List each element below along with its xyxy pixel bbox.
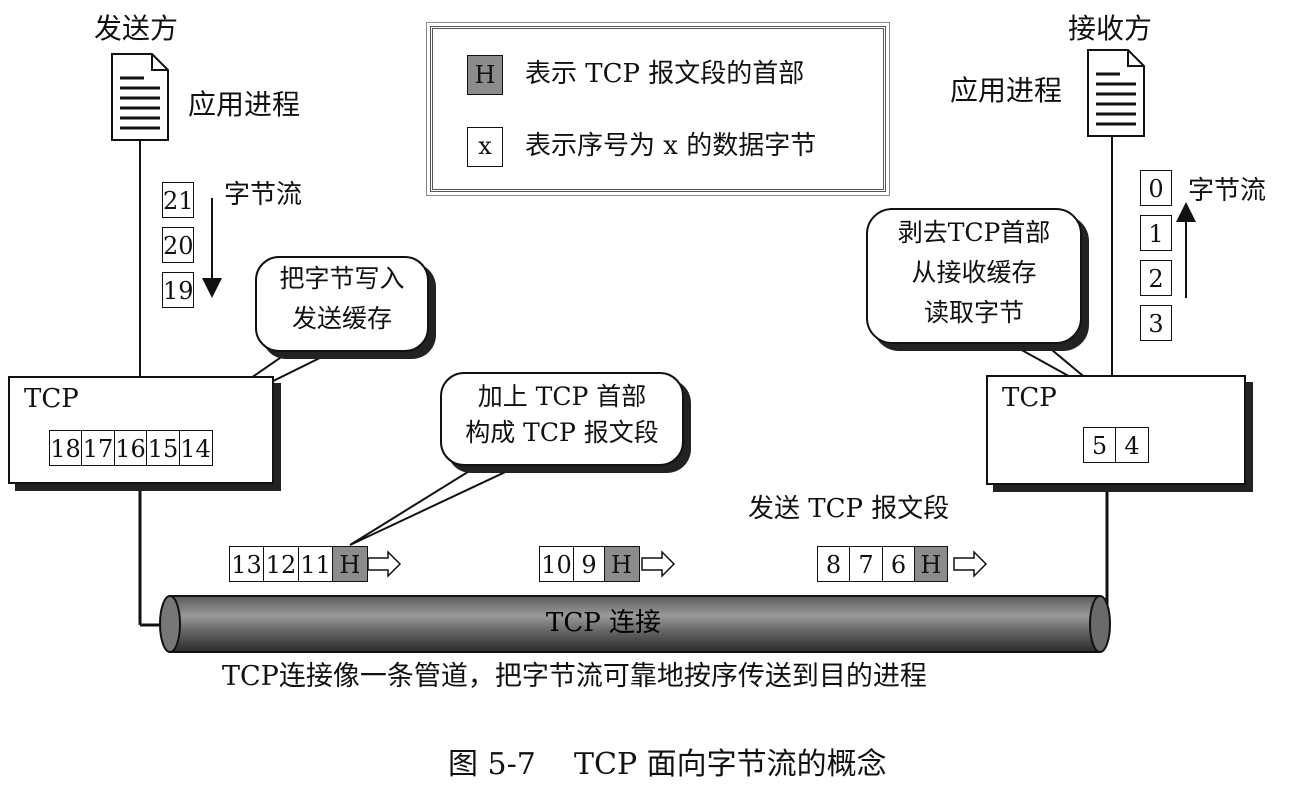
sender-stream-byte: 19 <box>162 272 194 308</box>
read-callout <box>866 208 1082 344</box>
receiver-title: 接收方 <box>1068 12 1153 45</box>
read-callout-line: 读取字节 <box>923 298 1024 327</box>
legend-box: H 表示 TCP 报文段的首部 x 表示序号为 x 的数据字节 <box>426 22 890 196</box>
send-segment-label: 发送 TCP 报文段 <box>748 494 950 524</box>
legend-header-text: 表示 TCP 报文段的首部 <box>525 59 805 89</box>
figure-caption: 图 5-7 TCP 面向字节流的概念 <box>448 747 887 782</box>
sender-stream-byte: 20 <box>162 227 194 263</box>
segment-byte: 9 <box>573 546 605 582</box>
sender-title: 发送方 <box>94 12 179 45</box>
read-callout-line: 剥去TCP首部 <box>897 218 1051 247</box>
header-callout <box>440 372 684 466</box>
segment-byte: 6 <box>881 546 916 582</box>
legend-byte-text: 表示序号为 x 的数据字节 <box>525 131 817 161</box>
buffer-byte: 15 <box>146 430 180 466</box>
segment-byte: 13 <box>228 546 265 582</box>
sender-app-label: 应用进程 <box>188 88 301 121</box>
buffer-byte: 16 <box>113 430 148 466</box>
segment-header: H <box>332 546 368 582</box>
sender-stream-byte: 21 <box>162 182 194 218</box>
pipe-label: TCP 连接 <box>546 608 661 638</box>
segment-byte: 12 <box>263 546 299 582</box>
receiver-stream-label: 字节流 <box>1188 176 1267 206</box>
header-callout-line: 加上 TCP 首部 <box>477 382 647 411</box>
buffer-byte: 18 <box>48 430 83 466</box>
receiver-stream-byte: 1 <box>1140 215 1172 251</box>
sender-document-icon <box>111 53 169 141</box>
receiver-stream-byte: 0 <box>1140 170 1172 206</box>
receiver-document-icon <box>1087 49 1145 137</box>
pipe-caption: TCP连接像一条管道，把字节流可靠地按序传送到目的进程 <box>222 661 927 692</box>
segment-header: H <box>603 546 640 582</box>
receiver-tcp-label: TCP <box>1002 383 1057 413</box>
write-callout <box>255 256 429 352</box>
read-callout-line: 从接收缓存 <box>911 258 1037 287</box>
segment-header: H <box>914 546 948 582</box>
legend-byte-swatch: x <box>467 127 503 167</box>
sender-tcp-label: TCP <box>24 384 79 414</box>
segment-byte: 10 <box>538 546 575 582</box>
segment-byte: 8 <box>816 546 851 582</box>
receiver-stream-byte: 3 <box>1140 305 1172 341</box>
sender-stream-label: 字节流 <box>224 180 303 210</box>
buffer-byte: 5 <box>1082 427 1117 463</box>
segment-arrow-icon <box>367 550 988 578</box>
receiver-stream-byte: 2 <box>1140 260 1172 296</box>
segment-byte: 11 <box>297 546 334 582</box>
buffer-byte: 17 <box>81 430 115 466</box>
buffer-byte: 14 <box>178 430 213 466</box>
tcp-pipe <box>159 595 1111 653</box>
header-callout-line: 构成 TCP 报文段 <box>465 418 659 447</box>
write-callout-line: 把字节写入 <box>279 264 405 293</box>
write-callout-line: 发送缓存 <box>291 304 392 333</box>
legend-header-swatch: H <box>467 55 503 95</box>
segment-byte: 7 <box>849 546 883 582</box>
buffer-byte: 4 <box>1115 427 1149 463</box>
receiver-app-label: 应用进程 <box>950 74 1063 107</box>
